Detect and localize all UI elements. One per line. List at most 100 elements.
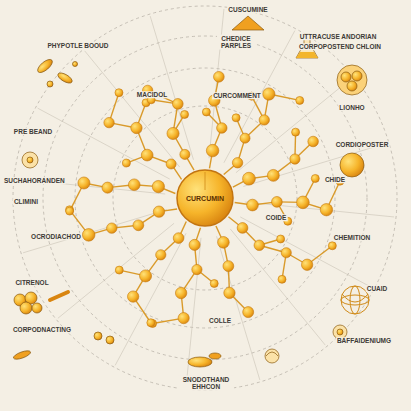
atom-ball (243, 172, 256, 185)
atom-ball (281, 248, 291, 258)
annotation-label: MACIDOL (136, 91, 168, 98)
atom-ball (263, 88, 275, 100)
atom-ball (131, 122, 142, 133)
atom-ball (107, 223, 117, 233)
annotation-label: CHEMITION (333, 234, 371, 241)
annotation-label: PRE BEAND (13, 128, 53, 135)
atom-ball (178, 313, 189, 324)
atom-ball (247, 199, 259, 211)
spoke-line (38, 108, 170, 179)
atom-ball (272, 197, 283, 208)
atom-ball (181, 110, 189, 118)
spoke-line (230, 229, 325, 345)
spoke-line (240, 217, 372, 288)
atom-ball (240, 133, 250, 143)
atom-ball (147, 319, 155, 327)
atom-ball (189, 239, 200, 250)
atom-ball (278, 275, 286, 283)
icons (13, 16, 369, 367)
node-circle (177, 170, 233, 226)
atom-ball (320, 204, 332, 216)
atom-ball (277, 235, 285, 243)
atom-ball (140, 270, 152, 282)
annotation-label: CUAID (366, 285, 389, 292)
atom-ball (232, 114, 240, 122)
annotation-label: OCRODIACHOD (30, 233, 82, 240)
annotation-label: CORPOPOSTEND CHLOIN (298, 43, 382, 50)
atom-ball (173, 233, 184, 244)
spoke-line (85, 51, 180, 167)
atom-ball (66, 207, 74, 215)
annotation-label: SUCHAHORANDEN (3, 177, 66, 184)
annotation-label: COLLE (208, 317, 232, 324)
atom-ball (214, 71, 225, 82)
annotation-label: LIONHO (338, 104, 365, 111)
annotation-label: BAFFAIDENIUMG (336, 337, 392, 344)
atom-ball (301, 259, 312, 270)
atom-ball (153, 206, 164, 217)
atom-ball (78, 177, 90, 189)
atom-ball (292, 128, 300, 136)
annotation-label: UTTRACUSE ANDORIAN (299, 33, 378, 40)
atom-ball (180, 149, 190, 159)
annotation-label: PHYPOTLE BOOUD (46, 42, 109, 49)
atom-ball (172, 99, 183, 110)
atom-ball (104, 117, 114, 127)
spoke-line (209, 9, 224, 158)
spokes (16, 9, 394, 387)
atom-ball (290, 154, 300, 164)
atom-ball (102, 182, 113, 193)
atom-ball (166, 159, 176, 169)
annotation-label: CURCOMMENT (212, 92, 262, 99)
atom-ball (175, 287, 186, 298)
molecule-network (66, 71, 344, 327)
atom-ball (127, 291, 138, 302)
atom-ball (243, 307, 254, 318)
node-title: CURCUMIN (186, 195, 224, 202)
atom-ball (218, 237, 230, 249)
annotation-label: COIDE (265, 214, 288, 221)
annotation-label: CORPODNACTING (12, 326, 72, 333)
spoke-line (115, 233, 186, 365)
annotation-label: CLIMINI (13, 198, 39, 205)
atom-ball (217, 123, 227, 133)
atom-ball (192, 264, 202, 274)
atom-ball (259, 115, 269, 125)
atom-ball (297, 196, 310, 209)
atom-ball (122, 159, 130, 167)
atom-ball (202, 108, 210, 116)
atom-ball (210, 280, 218, 288)
center-molecule: CURCUMIN (176, 169, 234, 227)
annotation-label: CORDIOPOSTER (335, 141, 390, 148)
spoke-line (150, 16, 193, 160)
atom-ball (115, 89, 123, 97)
facet-line (205, 172, 206, 190)
atom-ball (167, 127, 179, 139)
annotation-label: CHIDE (324, 176, 346, 183)
atom-ball (308, 136, 319, 147)
atom-ball (223, 261, 234, 272)
atom-ball (232, 158, 242, 168)
annotation-label: CITRENOL (14, 279, 49, 286)
atom-ball (296, 96, 304, 104)
atom-ball (82, 229, 95, 242)
atom-ball (311, 174, 319, 182)
annotation-label: SNODOTHAND EHHCON (178, 376, 234, 391)
atom-ball (141, 149, 153, 161)
atom-ball (152, 180, 164, 192)
atom-ball (328, 242, 336, 250)
atom-ball (133, 220, 144, 231)
atom-ball (115, 266, 123, 274)
atom-ball (206, 144, 218, 156)
atom-ball (128, 179, 140, 191)
annotation-label: CUSCUMINE (227, 6, 268, 13)
annotation-label: CHEDICE PARPLES (217, 35, 255, 50)
spoke-line (243, 143, 387, 186)
spoke-line (217, 236, 260, 380)
atom-ball (224, 287, 235, 298)
atom-ball (156, 250, 166, 260)
atom-ball (254, 240, 264, 250)
spoke-line (23, 210, 167, 253)
